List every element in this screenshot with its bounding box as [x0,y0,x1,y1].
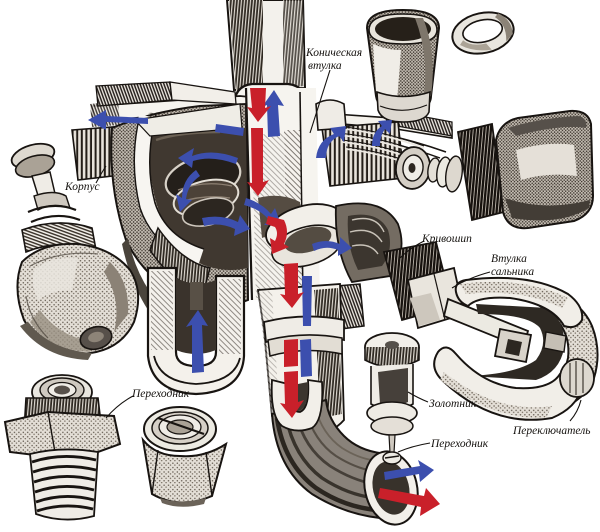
svg-text:Золотник: Золотник [429,398,477,410]
svg-text:втулка: втулка [308,60,342,72]
svg-text:Переходник: Переходник [131,388,190,400]
svg-text:Коническая: Коническая [305,47,362,59]
svg-text:Кривошип: Кривошип [421,233,472,245]
svg-text:Корпус: Корпус [64,181,100,193]
svg-text:сальника: сальника [491,266,534,278]
svg-text:Втулка: Втулка [491,253,527,265]
svg-text:Переходник: Переходник [430,438,489,450]
svg-text:Переключатель: Переключатель [512,425,590,437]
